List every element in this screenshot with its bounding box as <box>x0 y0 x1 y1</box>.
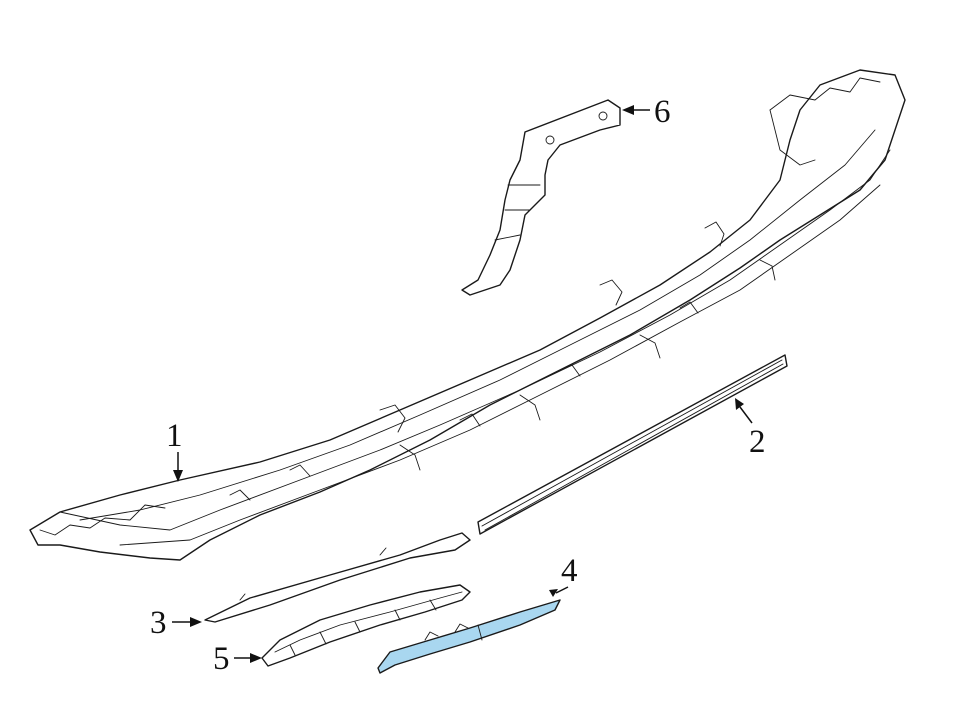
callout-label-5: 5 <box>213 641 230 677</box>
leader-line-2 <box>739 406 753 424</box>
callout-4: 4 <box>549 553 578 597</box>
part-3-lower-molding[interactable] <box>204 532 471 623</box>
arrowhead-4 <box>549 589 558 597</box>
callout-6: 6 <box>622 94 671 130</box>
callout-label-6: 6 <box>654 94 671 130</box>
callout-label-3: 3 <box>150 605 167 641</box>
part-4-highlighted-trim[interactable] <box>377 599 561 674</box>
callout-3: 3 <box>150 605 202 641</box>
callout-5: 5 <box>213 641 262 677</box>
arrowhead-6 <box>622 105 634 115</box>
callout-label-2: 2 <box>749 424 766 460</box>
callout-2: 2 <box>735 398 766 460</box>
arrowhead-3 <box>190 617 202 627</box>
arrowhead-5 <box>250 653 262 663</box>
arrowhead-1 <box>173 470 183 482</box>
callout-1: 1 <box>166 418 183 482</box>
part-5-bracket[interactable] <box>261 584 471 667</box>
arrowhead-2 <box>735 398 744 410</box>
part-1-bumper-assembly[interactable] <box>29 69 906 561</box>
part-6-mounting-bracket[interactable] <box>461 99 621 296</box>
leader-line-4 <box>555 586 569 594</box>
callout-label-1: 1 <box>166 418 183 454</box>
part-2-trim-strip[interactable] <box>477 354 788 535</box>
callout-label-4: 4 <box>561 553 578 589</box>
